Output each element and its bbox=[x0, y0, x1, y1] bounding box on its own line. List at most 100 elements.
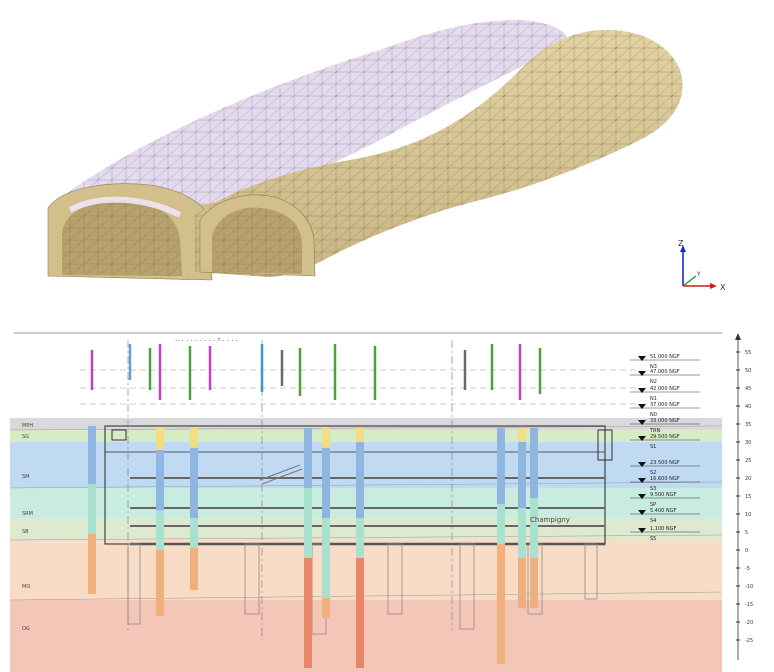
layer-codes: MPH SG SM SRM SB MO OG bbox=[22, 423, 33, 632]
layer-code: SG bbox=[22, 434, 29, 440]
level-code: SP bbox=[650, 502, 656, 508]
level-marker: 23.500 NGF S2 bbox=[630, 460, 700, 476]
level-marker: 33.000 NGF TRN bbox=[630, 418, 700, 434]
level-code: S4 bbox=[650, 518, 656, 524]
scale-tick: 15 bbox=[736, 494, 751, 500]
level-label: 29.500 NGF bbox=[650, 434, 680, 440]
borehole-annotations bbox=[90, 344, 542, 400]
layer-code: SM bbox=[22, 474, 30, 480]
scale-tick-label: 30 bbox=[745, 440, 751, 446]
level-label: 5.400 NGF bbox=[650, 508, 677, 514]
level-markers: 51.000 NGF N3 47.000 NGF N2 42.000 NGF N… bbox=[630, 354, 700, 542]
scale-tick-label: 20 bbox=[745, 476, 751, 482]
scale-tick-label: -15 bbox=[745, 602, 753, 608]
y-axis-label: Y bbox=[696, 271, 701, 278]
elevation-scale: 55 50 45 40 35 30 25 20 15 10 5 0 -5 -10… bbox=[735, 333, 753, 660]
layer-code: SRM bbox=[22, 511, 33, 517]
scale-tick: -20 bbox=[736, 620, 753, 626]
borehole bbox=[322, 428, 330, 618]
scale-tick-label: 55 bbox=[745, 350, 751, 356]
level-code: N2 bbox=[650, 379, 657, 385]
scale-tick: 55 bbox=[736, 350, 751, 356]
soil-layers bbox=[9, 418, 723, 672]
scale-tick: -15 bbox=[736, 602, 753, 608]
layer-code: MO bbox=[22, 584, 30, 590]
borehole bbox=[88, 426, 96, 594]
scale-tick-label: 50 bbox=[745, 368, 751, 374]
x-axis-label: X bbox=[720, 283, 726, 292]
level-marker: 47.000 NGF N2 bbox=[630, 369, 700, 385]
level-marker: 5.400 NGF S4 bbox=[630, 508, 700, 524]
scale-tick-label: 15 bbox=[745, 494, 751, 500]
level-label: 23.500 NGF bbox=[650, 460, 680, 466]
level-label: 33.000 NGF bbox=[650, 418, 680, 424]
z-axis-label: Z bbox=[678, 239, 684, 248]
scale-tick-label: -25 bbox=[745, 638, 753, 644]
level-marker: 51.000 NGF N3 bbox=[630, 354, 700, 370]
scale-tick-label: 40 bbox=[745, 404, 751, 410]
left-tube bbox=[47, 20, 568, 281]
level-code: S2 bbox=[650, 470, 656, 476]
scale-tick-label: -20 bbox=[745, 620, 753, 626]
level-label: 9.500 NGF bbox=[650, 492, 677, 498]
scale-tick: 5 bbox=[736, 530, 748, 536]
scale-tick: 25 bbox=[736, 458, 751, 464]
level-label: 51.000 NGF bbox=[650, 354, 680, 360]
level-marker: 9.500 NGF SP bbox=[630, 492, 700, 508]
layer-code: SB bbox=[22, 529, 29, 535]
level-label: 1.100 NGF bbox=[650, 526, 677, 532]
boreholes bbox=[88, 426, 538, 668]
scale-tick: 30 bbox=[736, 440, 751, 446]
scale-tick-label: 45 bbox=[745, 386, 751, 392]
level-code: TRN bbox=[649, 428, 661, 434]
borehole bbox=[530, 428, 538, 608]
axis-triad: Z X Y bbox=[678, 239, 726, 292]
scale-tick-label: 10 bbox=[745, 512, 751, 518]
scale-tick-label: 35 bbox=[745, 422, 751, 428]
scale-tick: 20 bbox=[736, 476, 751, 482]
level-code: S5 bbox=[650, 536, 656, 542]
scale-tick-label: 0 bbox=[745, 548, 748, 554]
section-header-text: ·· · · · · · · · · ³ · · · · bbox=[175, 337, 238, 345]
scale-tick: 40 bbox=[736, 404, 751, 410]
scale-tick: -5 bbox=[736, 566, 750, 572]
borehole bbox=[497, 428, 505, 664]
scale-tick: -25 bbox=[736, 638, 753, 644]
level-marker: 1.100 NGF S5 bbox=[630, 526, 700, 542]
level-marker: 16.600 NGF S3 bbox=[630, 476, 700, 492]
level-code: S1 bbox=[650, 444, 656, 450]
layer-code: OG bbox=[22, 626, 30, 632]
scale-tick-label: 5 bbox=[745, 530, 748, 536]
level-code: N0 bbox=[650, 412, 657, 418]
scale-tick-label: -10 bbox=[745, 584, 753, 590]
level-code: N1 bbox=[650, 396, 657, 402]
level-label: 37.000 NGF bbox=[650, 402, 680, 408]
borehole bbox=[518, 428, 526, 608]
scale-tick: 45 bbox=[736, 386, 751, 392]
scale-tick: 35 bbox=[736, 422, 751, 428]
scale-tick-label: 25 bbox=[745, 458, 751, 464]
right-tube bbox=[195, 29, 683, 277]
scale-tick: 10 bbox=[736, 512, 751, 518]
borehole bbox=[304, 428, 312, 668]
borehole bbox=[190, 428, 198, 590]
scale-tick-label: -5 bbox=[745, 566, 750, 572]
level-label: 42.000 NGF bbox=[650, 386, 680, 392]
level-label: 47.000 NGF bbox=[650, 369, 680, 375]
scale-tick: 0 bbox=[736, 548, 748, 554]
level-marker: 29.500 NGF S1 bbox=[630, 434, 700, 450]
longitudinal-section-drawing: ·· · · · · · · · · ³ · · · · MPH SG SM S… bbox=[9, 332, 753, 672]
level-marker: 42.000 NGF N1 bbox=[630, 386, 700, 402]
level-marker: 37.000 NGF N0 bbox=[630, 402, 700, 418]
reference-lines bbox=[80, 369, 640, 405]
layer-code: MPH bbox=[22, 423, 33, 429]
station-label: Champigny bbox=[530, 516, 570, 524]
level-label: 16.600 NGF bbox=[650, 476, 680, 482]
scale-tick: -10 bbox=[736, 584, 753, 590]
scale-tick: 50 bbox=[736, 368, 751, 374]
level-code: S3 bbox=[650, 486, 656, 492]
borehole bbox=[156, 428, 164, 616]
borehole bbox=[356, 428, 364, 668]
level-code: N3 bbox=[650, 364, 657, 370]
tunnel-3d-model-view: Z X Y bbox=[47, 20, 726, 292]
